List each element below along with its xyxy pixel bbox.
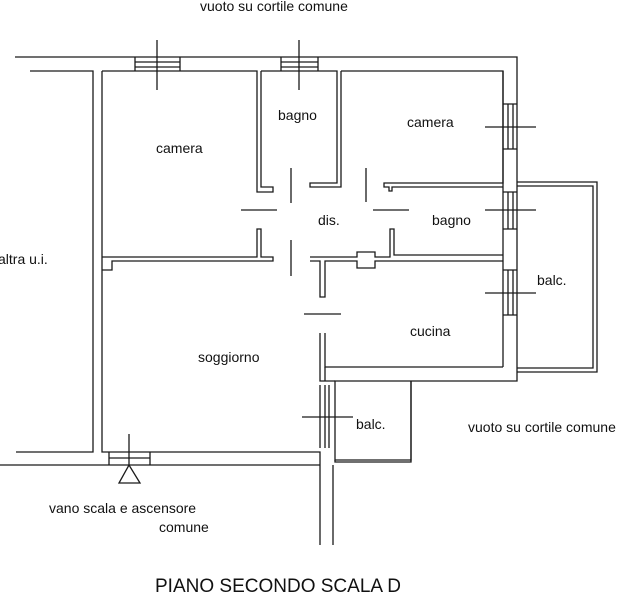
- entrance-arrow-icon: [117, 463, 142, 484]
- room-camera-left: camera: [156, 140, 203, 156]
- label-stairwell: vano scala e ascensore: [49, 500, 197, 516]
- label-stairwell-2: comune: [159, 519, 209, 535]
- label-other-unit: altra u.i.: [0, 251, 48, 267]
- wall-left-inner: [101, 71, 321, 545]
- room-bagno-right: bagno: [432, 212, 471, 228]
- room-balc-right: balc.: [537, 272, 567, 288]
- plan-title: PIANO SECONDO SCALA D: [155, 576, 402, 597]
- room-camera-right: camera: [407, 114, 454, 130]
- room-soggiorno: soggiorno: [198, 349, 260, 365]
- room-bagno-top: bagno: [278, 107, 317, 123]
- room-dis: dis.: [318, 212, 340, 228]
- label-right-courtyard: vuoto su cortile comune: [468, 419, 616, 435]
- room-balc-bottom: balc.: [356, 416, 386, 432]
- room-cucina: cucina: [410, 323, 451, 339]
- wall-top-inner-left: [16, 70, 94, 453]
- label-top-courtyard: vuoto su cortile comune: [200, 0, 348, 14]
